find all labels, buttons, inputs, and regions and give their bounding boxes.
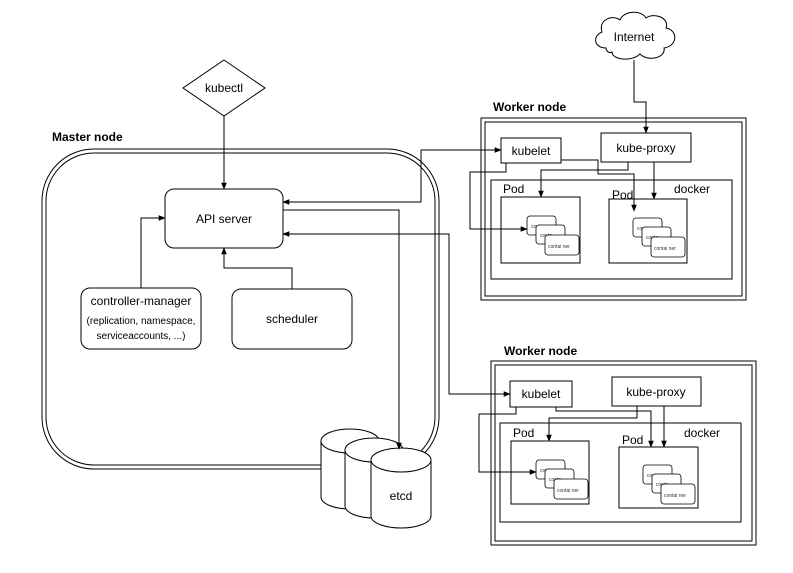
connectors [140,60,667,475]
worker-1-pod-1-label: Pod [503,182,524,196]
worker-node-1-title: Worker node [493,100,566,114]
worker-1-kube-proxy-box: kube-proxy [600,132,692,163]
worker-1-pod-2-label: Pod [612,188,633,202]
worker-1-kube-proxy-label: kube-proxy [616,141,675,155]
worker-2-pod-1-containers: conta conta contai ner [535,459,589,500]
internet-cloud: Internet [595,11,676,60]
worker-1-kubelet-box: kubelet [500,137,562,164]
worker-node-2-container [490,360,757,546]
scheduler-label: scheduler [266,312,318,326]
container-label: contai ner [548,244,570,250]
api-worker2-kubelet-arrow [282,231,511,397]
worker-2-pod-1-label: Pod [513,426,534,440]
worker-1-pod-2-containers: conta conta contai ner [632,217,686,258]
worker-2-pod-1: Pod conta conta contai ner [510,426,590,505]
worker-2-kube-proxy-box: kube-proxy [611,376,702,407]
worker-node-2-title: Worker node [504,344,577,358]
worker-1-pod-1: Pod conta conta contai ner [500,182,581,264]
master-node-title: Master node [52,130,123,144]
controller-manager-detail-1: (replication, namespace, [87,316,196,327]
worker-2-pod-2-containers: conta conta contai ner [642,464,696,505]
container-label: contai ner [664,493,686,499]
container-label: contai ner [557,488,579,494]
api-server-label: API server [196,212,252,226]
api-server-box: API server [164,188,284,249]
worker-2-pod-2: Pod conta conta contai ner [618,433,699,509]
w2-kubelet-to-pod2-arrow [555,407,654,448]
etcd-cylinder-3 [370,447,432,529]
etcd-label: etcd [390,489,413,503]
controller-to-api-arrow [140,215,166,288]
worker-1-pod-1-containers: conta conta contai ner [526,215,580,256]
controller-manager-detail-2: serviceaccounts, ...) [97,331,186,342]
worker-2-kube-proxy-label: kube-proxy [626,385,685,399]
worker-2-pod-2-label: Pod [622,433,643,447]
w1-proxy-to-pod1-arrow [538,162,629,198]
w1-kubelet-to-pod1-arrow [469,163,528,232]
etcd-database: etcd [320,428,432,529]
worker-2-kubelet-label: kubelet [522,387,561,401]
worker-1-pod-2: Pod conta conta contai ner [608,188,688,264]
worker-1-docker-label: docker [674,182,710,196]
scheduler-to-api-arrow [221,247,293,289]
kubectl-label: kubectl [205,81,243,95]
controller-manager-box: controller-manager (replication, namespa… [80,287,202,350]
scheduler-box: scheduler [231,288,353,350]
kubectl-node: kubectl [182,59,266,117]
w2-kubelet-to-pod1-arrow [478,407,537,475]
internet-to-proxy-arrow [633,60,649,134]
w2-proxy-to-pod1-arrow [546,406,638,442]
w1-kubelet-to-pod2-arrow [561,159,637,212]
api-worker1-kubelet-arrow [282,147,502,205]
container-label: contai ner [654,246,676,252]
worker-2-docker-label: docker [684,426,720,440]
worker-1-kubelet-label: kubelet [512,144,551,158]
worker-node-1-container [480,117,747,301]
internet-label: Internet [614,30,655,44]
controller-manager-label: controller-manager [91,294,192,308]
worker-2-kubelet-box: kubelet [509,380,573,408]
